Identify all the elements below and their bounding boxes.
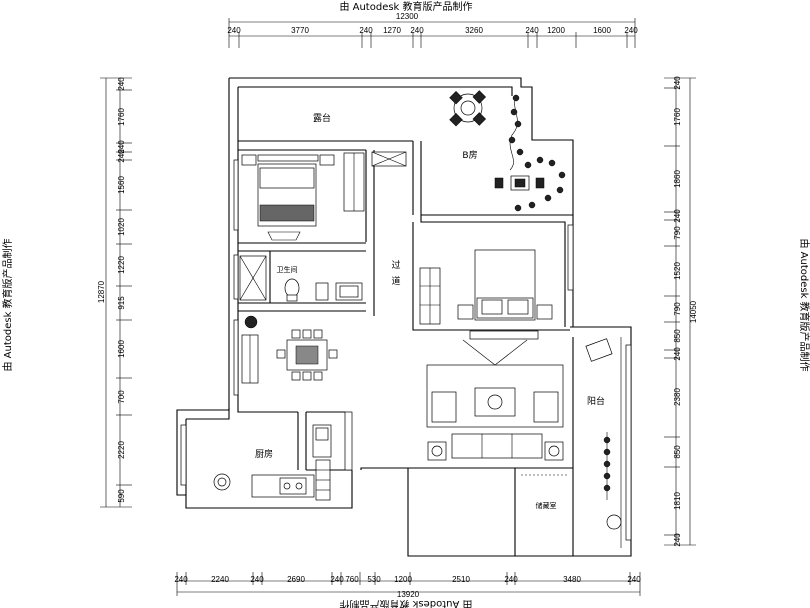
room-label-corridor-b: 道 bbox=[391, 275, 400, 287]
dimension-chain-top: 12300 240 3770 240 1270 240 3260 240 120… bbox=[227, 12, 638, 48]
dim-bottom-2: 240 bbox=[250, 575, 264, 584]
dim-right-6: 790 bbox=[673, 302, 682, 316]
room-label-storage: 储藏室 bbox=[536, 501, 557, 510]
dim-left-5: 1020 bbox=[117, 218, 126, 236]
room-label-bedroom-b: B房 bbox=[462, 149, 477, 161]
watermark-top: 由 Autodesk 教育版产品制作 bbox=[339, 0, 472, 13]
dim-bottom-5: 760 bbox=[345, 575, 359, 584]
room-label-corridor-a: 过 bbox=[391, 259, 400, 271]
dim-bottom-7: 1200 bbox=[394, 575, 412, 584]
dim-top-8: 1600 bbox=[593, 26, 611, 35]
dim-bottom-9: 240 bbox=[504, 575, 518, 584]
dim-right-1: 1760 bbox=[673, 108, 682, 126]
dim-right-7: 850 bbox=[673, 329, 682, 343]
dim-top-6: 240 bbox=[525, 26, 539, 35]
dim-left-7: 915 bbox=[117, 296, 126, 310]
dim-left-1: 1760 bbox=[117, 108, 126, 126]
room-label-bathroom: 卫生间 bbox=[277, 265, 298, 274]
room-label-kitchen: 厨房 bbox=[255, 448, 273, 460]
bathroom-fixtures bbox=[239, 255, 363, 302]
living-room-furniture bbox=[426, 339, 564, 461]
watermark-bottom: 由 Autodesk 教育版产品制作 bbox=[339, 598, 472, 608]
dim-right-total: 14050 bbox=[689, 300, 698, 323]
dim-bottom-1: 2240 bbox=[211, 575, 229, 584]
dim-left-total: 12870 bbox=[97, 280, 106, 303]
dim-top-4: 240 bbox=[410, 26, 424, 35]
dim-bottom-3: 2690 bbox=[287, 575, 305, 584]
watermark-right: 由 Autodesk 教育版产品制作 bbox=[798, 238, 810, 371]
dim-left-10: 2220 bbox=[117, 441, 126, 459]
room-label-terrace: 露台 bbox=[313, 112, 331, 124]
dimension-chain-right: 14050 240 1760 1860 240 790 1520 790 850… bbox=[664, 76, 698, 547]
dimension-chain-bottom: 240 2240 240 2690 240 760 530 1200 2510 … bbox=[174, 572, 641, 599]
dim-left-9: 700 bbox=[117, 390, 126, 404]
dim-right-12: 240 bbox=[673, 533, 682, 547]
dim-right-2: 1860 bbox=[673, 170, 682, 188]
dim-top-7: 1200 bbox=[547, 26, 565, 35]
dim-left-3: 240 bbox=[117, 149, 126, 163]
dim-right-8: 240 bbox=[673, 347, 682, 361]
dim-bottom-0: 240 bbox=[174, 575, 188, 584]
dimension-chain-left: 12870 240 1760 240 240 1560 1020 1220 91… bbox=[97, 77, 132, 508]
dim-top-3: 1270 bbox=[383, 26, 401, 35]
watermark-left: 由 Autodesk 教育版产品制作 bbox=[1, 238, 14, 371]
dim-right-11: 1810 bbox=[673, 492, 682, 510]
dim-left-8: 1600 bbox=[117, 340, 126, 358]
dim-bottom-4: 240 bbox=[330, 575, 344, 584]
dim-right-0: 240 bbox=[673, 76, 682, 90]
dim-bottom-11: 240 bbox=[627, 575, 641, 584]
bedroom-small-furniture bbox=[241, 152, 365, 241]
windows bbox=[180, 159, 632, 541]
bedroom-main-furniture bbox=[457, 249, 553, 340]
dim-left-4: 1560 bbox=[117, 176, 126, 194]
dim-bottom-total: 13920 bbox=[397, 590, 420, 599]
dining-set bbox=[241, 315, 338, 384]
room-label-balcony: 阳台 bbox=[587, 395, 605, 407]
dim-right-3: 240 bbox=[673, 209, 682, 223]
dim-top-1: 3770 bbox=[291, 26, 309, 35]
dim-right-10: 850 bbox=[673, 445, 682, 459]
dim-bottom-8: 2510 bbox=[452, 575, 470, 584]
terrace-planters bbox=[494, 94, 566, 212]
dim-bottom-10: 3480 bbox=[563, 575, 581, 584]
dim-top-total: 12300 bbox=[396, 12, 419, 21]
dim-left-2: 240 bbox=[117, 140, 126, 154]
dim-right-5: 1520 bbox=[673, 262, 682, 280]
dim-top-5: 3260 bbox=[465, 26, 483, 35]
dim-left-6: 1220 bbox=[117, 256, 126, 274]
dim-left-11: 590 bbox=[117, 489, 126, 503]
dim-right-9: 2380 bbox=[673, 388, 682, 406]
terrace-table-set bbox=[449, 90, 487, 127]
dim-top-9: 240 bbox=[624, 26, 638, 35]
kitchen-fixtures bbox=[213, 424, 332, 501]
balcony-furniture bbox=[585, 338, 622, 530]
dim-right-4: 790 bbox=[673, 226, 682, 240]
corridor-cabinet bbox=[371, 151, 441, 325]
dim-top-2: 240 bbox=[359, 26, 373, 35]
dim-bottom-6: 530 bbox=[367, 575, 381, 584]
dim-top-0: 240 bbox=[227, 26, 241, 35]
dim-left-0: 240 bbox=[117, 77, 126, 91]
